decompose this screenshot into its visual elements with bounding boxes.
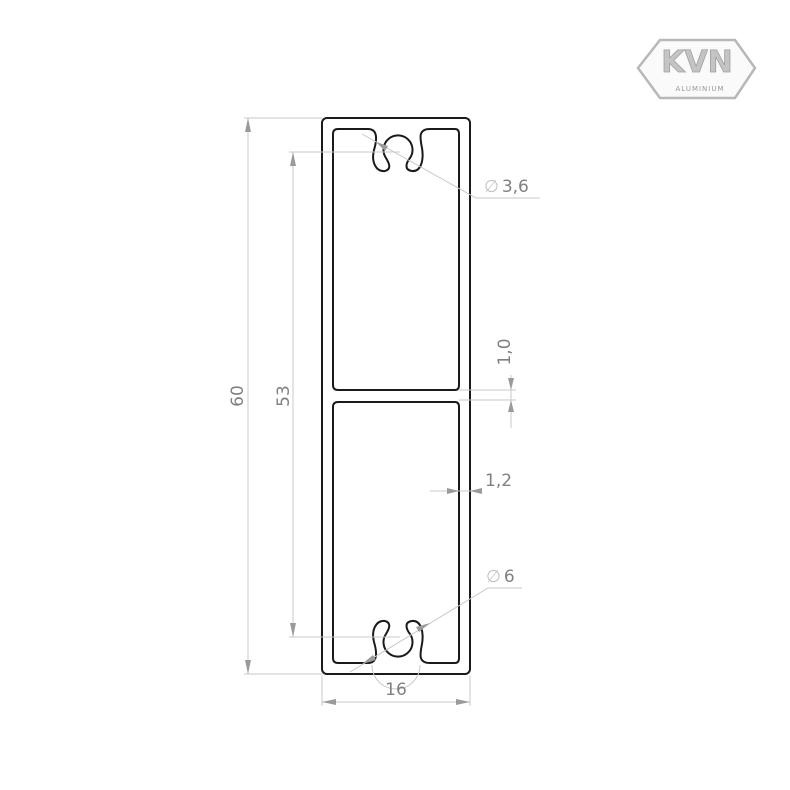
dimension-wall-1-2: 1,2 bbox=[430, 471, 512, 494]
label-1-2: 1,2 bbox=[485, 471, 512, 491]
label-1-0: 1,0 bbox=[495, 338, 515, 365]
logo-hexagon bbox=[636, 38, 757, 100]
dimension-diameter-6: ∅6 bbox=[349, 567, 522, 673]
logo-brand: KVN bbox=[661, 45, 733, 80]
slot-diameter-arc bbox=[371, 664, 421, 690]
label-6: 6 bbox=[504, 567, 515, 587]
bottom-cavity bbox=[332, 401, 460, 664]
label-3-6: 3,6 bbox=[502, 177, 529, 197]
top-cavity bbox=[332, 128, 460, 391]
dimension-width-16: 16 bbox=[321, 676, 471, 706]
kvn-logo: KVN ALUMINIUM bbox=[636, 38, 757, 100]
diameter-symbol: ∅ bbox=[486, 567, 501, 587]
diameter-6-label: ∅6 bbox=[486, 567, 515, 587]
dimension-diameter-3-6: ∅3,6 bbox=[361, 133, 540, 199]
dimension-web-1-0: 1,0 bbox=[459, 338, 516, 428]
label-60: 60 bbox=[228, 385, 248, 407]
dimension-height-60: 60 bbox=[228, 117, 322, 675]
diameter-symbol: ∅ bbox=[484, 177, 499, 197]
label-16: 16 bbox=[385, 680, 407, 700]
profile-section bbox=[321, 117, 471, 690]
label-53: 53 bbox=[274, 385, 294, 407]
logo-subtitle: ALUMINIUM bbox=[675, 85, 724, 93]
outer-wall bbox=[321, 117, 471, 675]
diameter-3-6-label: ∅3,6 bbox=[484, 177, 529, 197]
dimension-slot-spacing-53: 53 bbox=[274, 151, 400, 638]
